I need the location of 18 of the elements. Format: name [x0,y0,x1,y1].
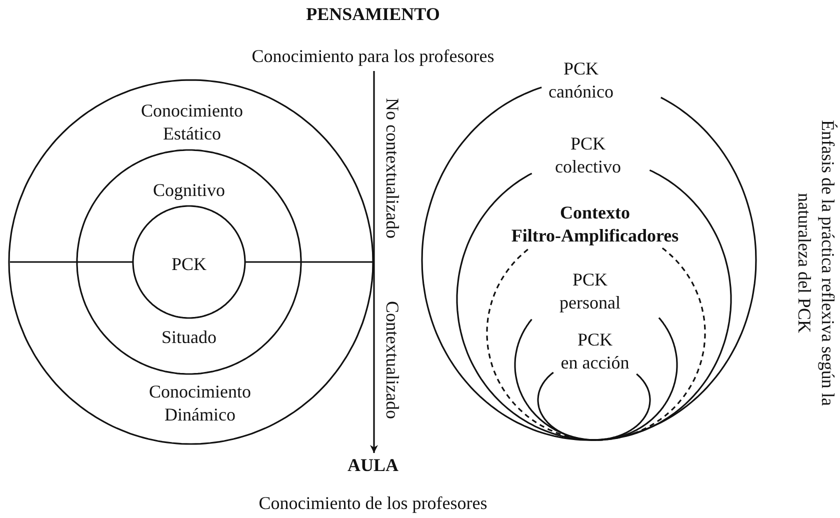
ring-label: PCK personal [560,268,620,314]
ring-label: Situado [162,326,216,348]
ring-label: PCK [172,252,206,276]
ring-label: Conocimiento Estático [141,100,243,144]
ring-label: Contexto Filtro-Amplificadores [511,202,679,246]
ring-label: PCK colectivo [555,132,621,178]
caption-text: Conocimiento para los profesores [252,46,494,68]
circle-ring [9,80,373,444]
circle-ring [77,150,301,374]
ring-label: PCK canónico [548,58,614,102]
circle-ring [133,206,245,318]
heading-text: PENSAMIENTO [306,4,440,26]
ring-label: Cognitivo [153,178,225,202]
ring-label: Conocimiento Dinámico [149,380,251,426]
ring-label: PCK en acción [560,328,630,374]
heading-text: AULA [347,455,398,477]
caption-text: Conocimiento de los profesores [258,493,488,515]
arrow [370,71,378,453]
